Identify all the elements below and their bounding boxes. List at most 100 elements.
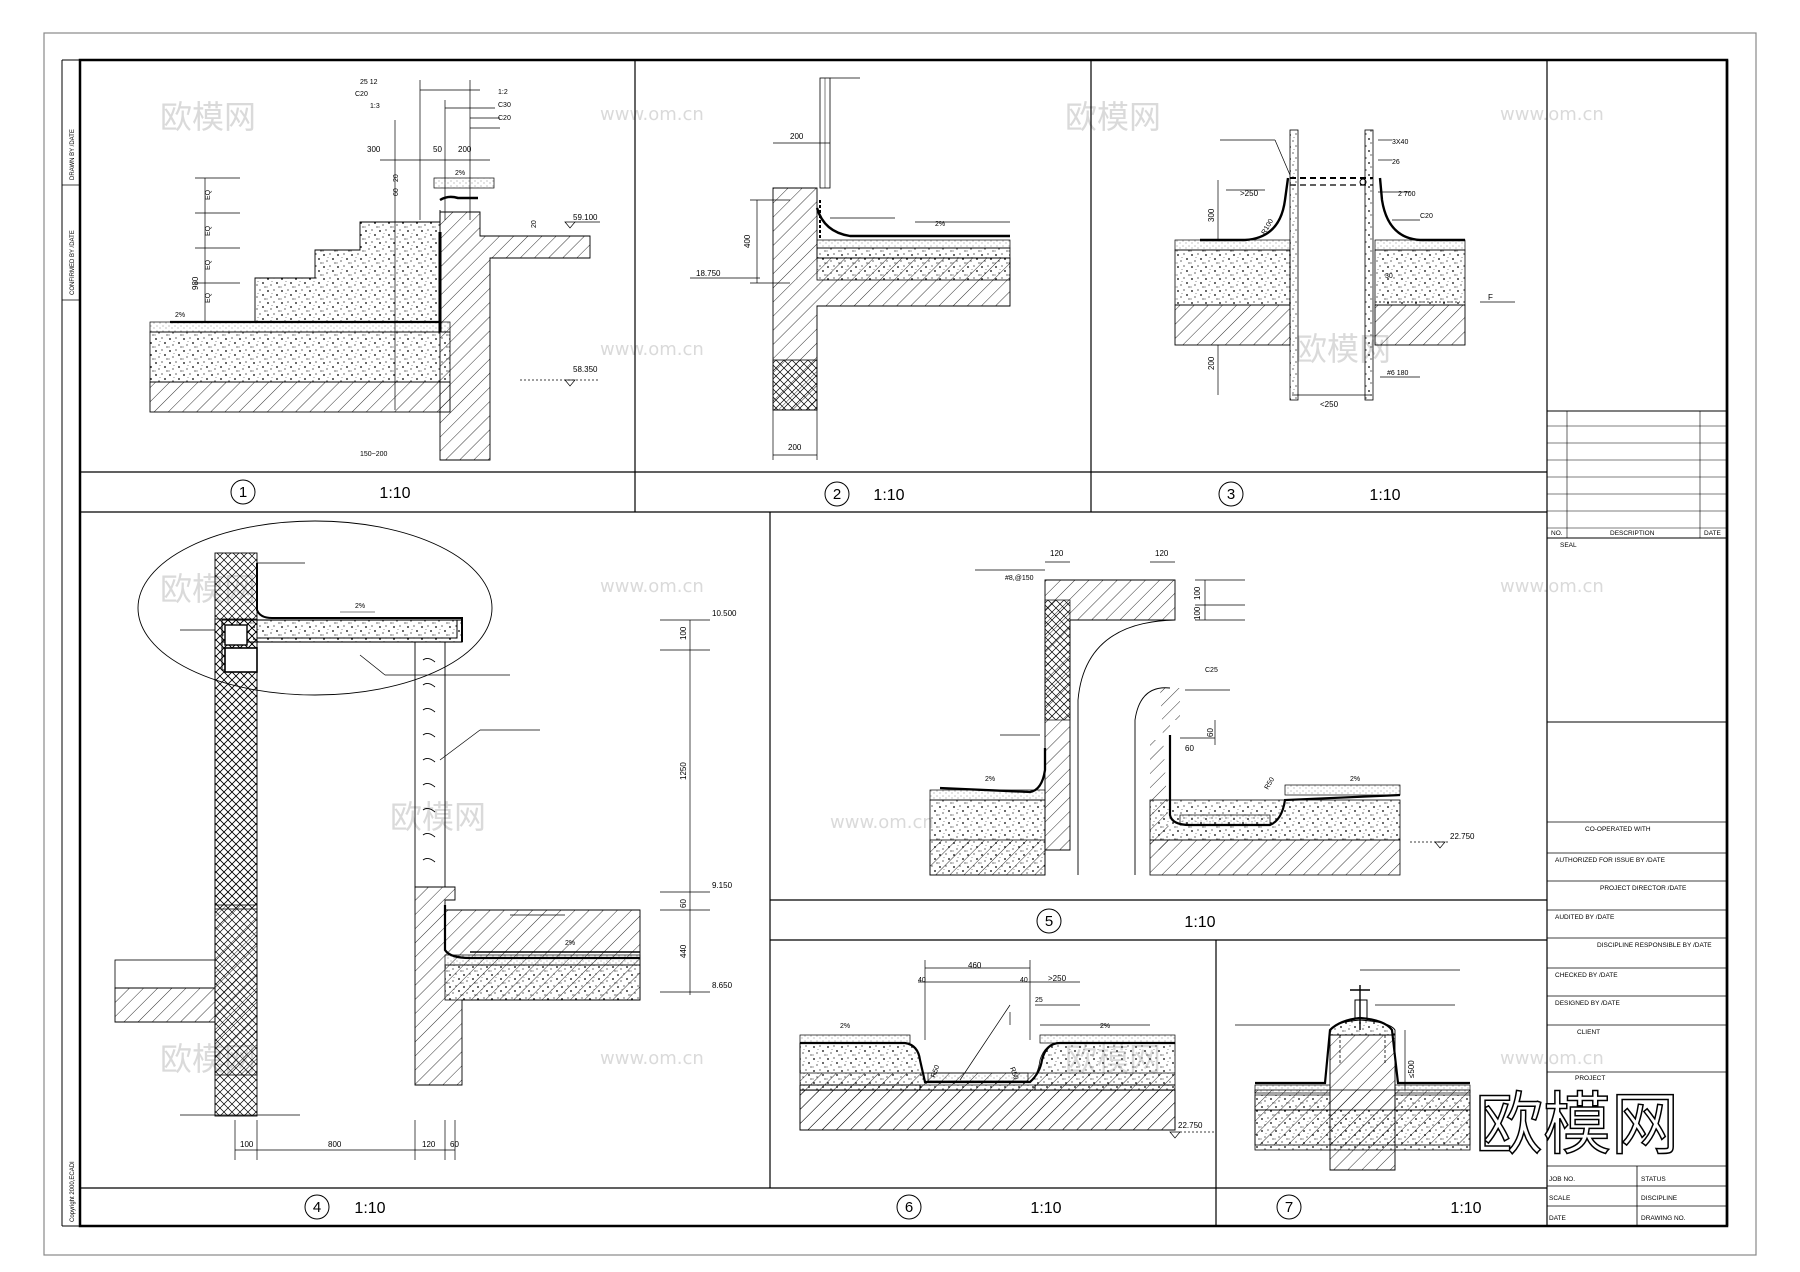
detail-label-6: 6 1:10 (896, 1194, 1062, 1220)
watermark-url: www.om.cn (1500, 576, 1604, 597)
svg-text:CO-OPERATED WITH: CO-OPERATED WITH (1585, 826, 1651, 833)
svg-text:1:2: 1:2 (498, 89, 508, 96)
svg-text:1:3: 1:3 (370, 103, 380, 110)
svg-text:1:10: 1:10 (1030, 1200, 1061, 1217)
svg-text:25 12: 25 12 (360, 79, 378, 86)
copyright-label: Copyright 2000,ECADI (70, 1161, 76, 1222)
svg-text:26: 26 (1392, 159, 1400, 166)
svg-text:8.650: 8.650 (712, 981, 733, 990)
svg-text:3X40: 3X40 (1392, 139, 1408, 146)
svg-text:200: 200 (458, 145, 472, 154)
svg-text:100: 100 (1193, 586, 1202, 600)
watermark-url: www.om.cn (1500, 1048, 1604, 1069)
svg-text:#8,@150: #8,@150 (1005, 575, 1034, 582)
svg-text:2%: 2% (985, 776, 995, 783)
svg-text:2%: 2% (455, 170, 465, 177)
svg-text:25: 25 (1035, 997, 1043, 1004)
svg-text:DISCIPLINE RESPONSIBLE BY /DAT: DISCIPLINE RESPONSIBLE BY /DATE (1597, 942, 1712, 949)
svg-text:120: 120 (422, 1140, 436, 1149)
detail-5-drawing: 2% 2% 120 120 #8,@150 100 100 C25 60 60 … (929, 549, 1475, 876)
drawn-by-label: DRAWN BY /DATE (70, 129, 76, 180)
watermark-cn: 欧模网 (160, 98, 256, 136)
detail-7-drawing: ≤500 (1235, 969, 1471, 1171)
svg-text:300: 300 (367, 145, 381, 154)
svg-text:>250: >250 (1240, 189, 1259, 198)
svg-text:9.150: 9.150 (712, 881, 733, 890)
svg-text:59.100: 59.100 (573, 213, 598, 222)
detail-label-2: 2 1:10 (824, 481, 905, 507)
title-block-text: NO. DESCRIPTION DATE SEAL CO-OPERATED WI… (1549, 530, 1722, 1222)
svg-text:60: 60 (393, 188, 400, 196)
detail-4-drawing: 2% 2% 10.500 100 1250 9.150 60 440 8 (114, 520, 737, 1160)
watermark-url: www.om.cn (600, 576, 704, 597)
svg-text:1:10: 1:10 (1450, 1200, 1481, 1217)
detail-3-drawing: 3X40 26 2 700 C20 >250 300 R100 30 F 200… (1174, 129, 1515, 409)
detail-1-drawing: 2% 2% 25 12 C20 1:3 1:2 C30 C20 300 50 2… (149, 79, 600, 461)
svg-text:2%: 2% (1350, 776, 1360, 783)
svg-text:DESIGNED BY /DATE: DESIGNED BY /DATE (1555, 1000, 1620, 1007)
svg-text:460: 460 (968, 961, 982, 970)
svg-text:DRAWING NO.: DRAWING NO. (1641, 1215, 1686, 1222)
svg-text:1:10: 1:10 (1184, 914, 1215, 931)
svg-text:10.500: 10.500 (712, 609, 737, 618)
svg-text:<250: <250 (1320, 400, 1339, 409)
svg-text:60: 60 (450, 1140, 459, 1149)
svg-text:C30: C30 (498, 102, 511, 109)
svg-text:≤500: ≤500 (1407, 1060, 1416, 1078)
svg-text:2%: 2% (175, 312, 185, 319)
svg-text:1:10: 1:10 (379, 485, 410, 502)
svg-text:EQ: EQ (205, 292, 212, 303)
svg-text:CHECKED BY /DATE: CHECKED BY /DATE (1555, 972, 1618, 979)
detail-2-drawing: 2% 200 400 18.750 200 (690, 77, 1011, 460)
watermark-url: www.om.cn (1500, 104, 1604, 125)
svg-text:18.750: 18.750 (696, 269, 721, 278)
svg-text:5: 5 (1045, 913, 1053, 930)
svg-text:60: 60 (1206, 728, 1215, 737)
watermark-cn: 欧模网 (1065, 98, 1161, 136)
svg-text:C25: C25 (1205, 667, 1218, 674)
svg-text:150~200: 150~200 (360, 451, 388, 458)
svg-text:EQ: EQ (205, 259, 212, 270)
svg-text:1:10: 1:10 (873, 487, 904, 504)
svg-text:2 700: 2 700 (1398, 191, 1416, 198)
svg-text:200: 200 (788, 443, 802, 452)
watermark-url: www.om.cn (600, 1048, 704, 1069)
svg-text:F: F (1488, 293, 1493, 302)
svg-text:>250: >250 (1048, 974, 1067, 983)
svg-text:7: 7 (1285, 1199, 1293, 1216)
svg-text:400: 400 (743, 234, 752, 248)
svg-text:2: 2 (833, 486, 841, 503)
svg-text:R50: R50 (1264, 776, 1277, 791)
svg-text:NO.: NO. (1551, 530, 1563, 537)
svg-text:6: 6 (905, 1199, 913, 1216)
detail-label-4: 4 1:10 (304, 1194, 386, 1220)
svg-text:2%: 2% (355, 603, 365, 610)
svg-text:PROJECT: PROJECT (1575, 1075, 1605, 1082)
svg-text:AUTHORIZED FOR ISSUE BY /DATE: AUTHORIZED FOR ISSUE BY /DATE (1555, 857, 1666, 864)
watermark-url: www.om.cn (600, 104, 704, 125)
svg-text:440: 440 (679, 944, 688, 958)
svg-text:AUDITED BY /DATE: AUDITED BY /DATE (1555, 914, 1615, 921)
svg-text:EQ: EQ (205, 225, 212, 236)
watermark-cn: 欧模网 (390, 798, 486, 836)
svg-text:20: 20 (393, 174, 400, 182)
svg-text:200: 200 (790, 132, 804, 141)
svg-text:100: 100 (1193, 606, 1202, 620)
detail-label-3: 3 1:10 (1218, 481, 1401, 507)
svg-text:EQ: EQ (205, 189, 212, 200)
svg-text:22.750: 22.750 (1450, 832, 1475, 841)
svg-text:40: 40 (918, 977, 926, 984)
svg-text:C20: C20 (355, 91, 368, 98)
svg-text:1:10: 1:10 (354, 1200, 385, 1217)
svg-text:STATUS: STATUS (1641, 1176, 1666, 1183)
svg-text:58.350: 58.350 (573, 365, 598, 374)
svg-text:1250: 1250 (679, 762, 688, 780)
svg-text:200: 200 (1207, 356, 1216, 370)
svg-text:JOB NO.: JOB NO. (1549, 1176, 1575, 1183)
detail-label-5: 5 1:10 (1036, 908, 1216, 934)
svg-text:DATE: DATE (1549, 1215, 1567, 1222)
watermark-url: www.om.cn (830, 812, 934, 833)
svg-text:120: 120 (1050, 549, 1064, 558)
svg-text:R50: R50 (1008, 1066, 1019, 1081)
